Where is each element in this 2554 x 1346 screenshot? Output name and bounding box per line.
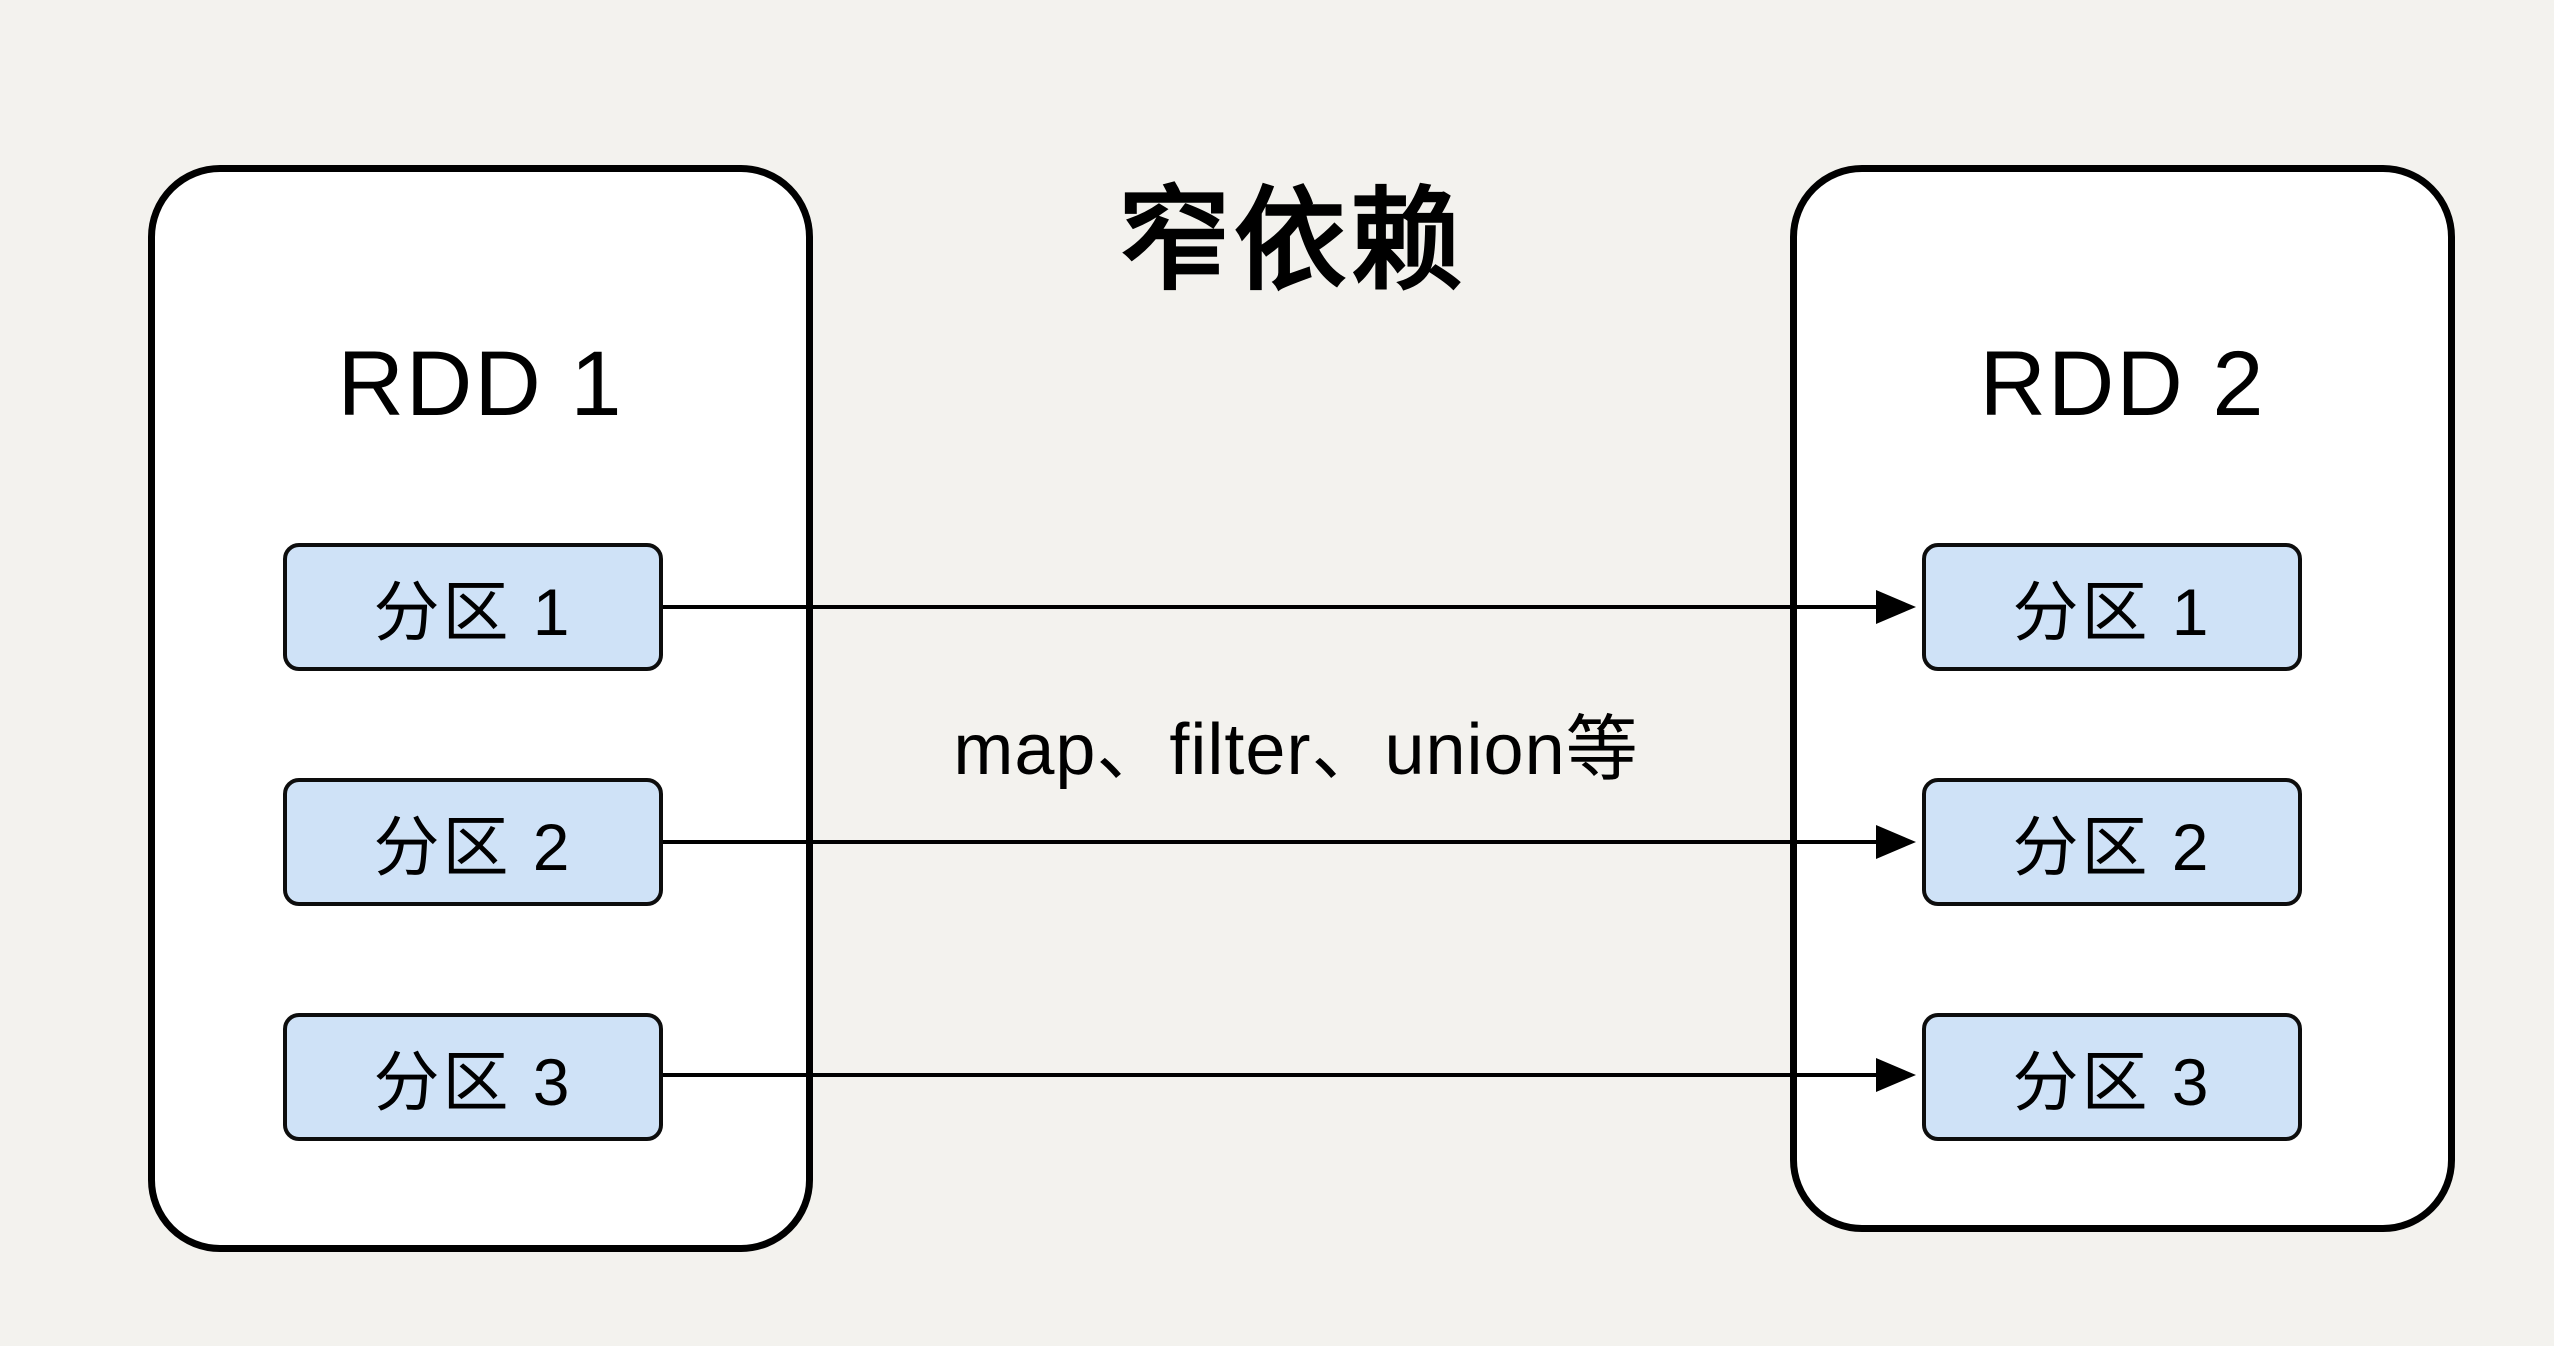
arrow-shaft xyxy=(663,840,1878,844)
rdd1-partition-1: 分区 1 xyxy=(283,543,663,671)
arrow-shaft xyxy=(663,1073,1878,1077)
rdd1-partition-2: 分区 2 xyxy=(283,778,663,906)
rdd2-partition-1: 分区 1 xyxy=(1922,543,2302,671)
rdd2-partition-3: 分区 3 xyxy=(1922,1013,2302,1141)
rdd2-partition-2: 分区 2 xyxy=(1922,778,2302,906)
rdd1-container: RDD 1 分区 1 分区 2 分区 3 xyxy=(148,165,813,1252)
arrowhead-icon xyxy=(1876,825,1916,859)
rdd1-partition-3: 分区 3 xyxy=(283,1013,663,1141)
rdd2-container: RDD 2 分区 1 分区 2 分区 3 xyxy=(1790,165,2455,1232)
arrowhead-icon xyxy=(1876,590,1916,624)
transformation-edge-label: map、filter、union等 xyxy=(953,710,1639,790)
arrowhead-icon xyxy=(1876,1058,1916,1092)
rdd1-label: RDD 1 xyxy=(337,333,624,435)
rdd2-label: RDD 2 xyxy=(1979,333,2266,435)
diagram-title: 窄依赖 xyxy=(1118,178,1466,303)
arrow-shaft xyxy=(663,605,1878,609)
